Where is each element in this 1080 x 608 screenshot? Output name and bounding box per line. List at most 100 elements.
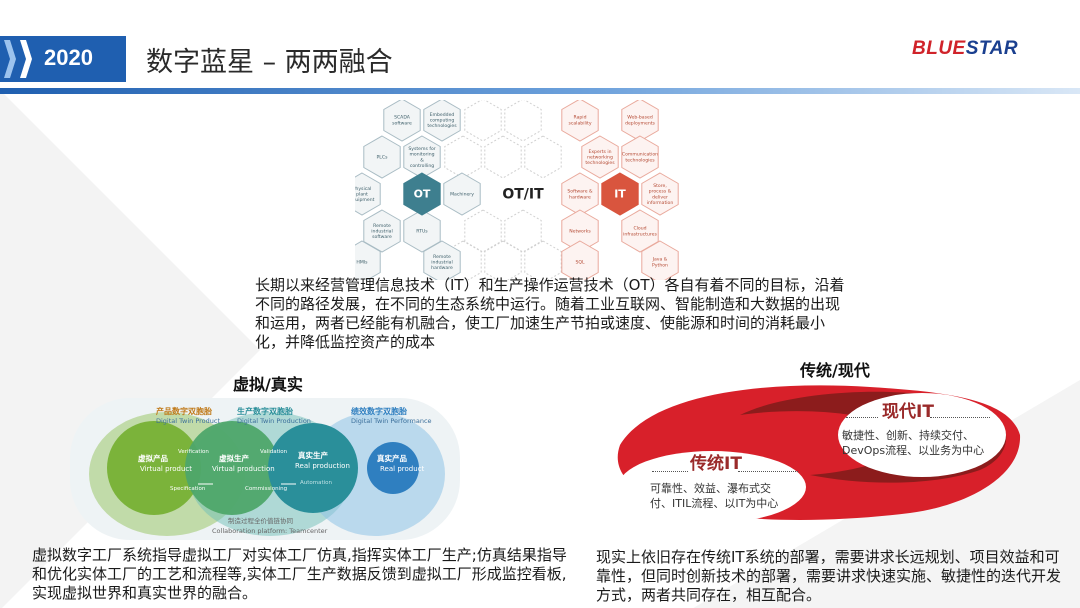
- specification-label: Specification: [170, 486, 206, 492]
- real-product-cn: 真实产品: [377, 453, 407, 463]
- ot-hex-label: Machinery: [450, 192, 474, 198]
- hex-cell-empty: [484, 135, 522, 179]
- traditional-it-line2: 付、ITIL流程、以IT为中心: [650, 497, 779, 510]
- it-hex-label: Software &hardware: [567, 189, 593, 201]
- traditional-it-line1: 可靠性、效益、瀑布式交: [650, 482, 771, 495]
- collaboration-en: Collaboration platform: Teamcenter: [212, 527, 328, 535]
- ot-hex-label: Physicalplantequipment: [355, 186, 375, 203]
- traditional-modern-heading: 传统/现代: [800, 361, 870, 380]
- virtual-production-en: Virtual production: [212, 465, 275, 473]
- ot-hex-cell: [355, 240, 381, 280]
- verification-label: Verification: [178, 449, 209, 455]
- brand-logo: BLUESTAR: [912, 38, 1019, 59]
- real-product-en: Real product: [380, 465, 424, 473]
- ot-hex-cell: [363, 209, 401, 253]
- it-center-hex: [601, 172, 639, 216]
- twin-production-en: Digital Twin Production: [237, 417, 311, 425]
- hex-cell-empty: [464, 209, 502, 253]
- it-hex-cell: [561, 240, 599, 280]
- year-badge: 2020: [0, 36, 126, 82]
- it-hex-cell: [641, 240, 679, 280]
- twin-product-cn: 产品数字双胞胎: [156, 406, 212, 416]
- it-hex-cell: [641, 172, 679, 216]
- hex-cell-empty: [524, 135, 562, 179]
- modern-it-line2: DevOps流程、以业务为中心: [842, 444, 985, 457]
- automation-label: Automation: [300, 480, 333, 486]
- traditional-it-title: 传统IT: [690, 454, 742, 474]
- hex-cell-empty: [484, 240, 522, 280]
- twin-performance-cn: 绩效数字双胞胎: [351, 406, 407, 416]
- ot-hex-label: HMIs: [356, 260, 368, 266]
- virtual-real-heading: 虚拟/真实: [233, 375, 303, 394]
- hex-cell-empty: [444, 135, 482, 179]
- real-product-circle: [367, 442, 419, 494]
- ot-hex-label: PLCs: [377, 155, 389, 161]
- ot-hex-cell: [355, 172, 381, 216]
- traditional-modern-svg: [617, 385, 1021, 523]
- it-center-label: IT: [614, 188, 626, 201]
- collaboration-cn: 制造过程全价值链协同: [228, 516, 293, 525]
- modern-it-title: 现代IT: [882, 402, 934, 422]
- header-rule: [0, 88, 1080, 94]
- digital-twin-diagram: 产品数字双胞胎 Digital Twin Product 生产数字双胞胎 Dig…: [70, 398, 460, 540]
- traditional-dotted-right: [738, 471, 798, 472]
- virtual-production-cn: 虚拟生产: [219, 453, 249, 463]
- it-hex-cell: [561, 100, 599, 142]
- modern-dotted-left: [846, 417, 878, 418]
- ot-hex-cell: [383, 100, 421, 142]
- virtual-product-cn: 虚拟产品: [138, 453, 168, 463]
- twin-product-en: Digital Twin Product: [156, 417, 220, 425]
- commissioning-label: Commissioning: [245, 486, 287, 492]
- virtual-production-circle: [185, 421, 279, 515]
- twin-performance-en: Digital Twin Performance: [351, 417, 432, 425]
- virtual-product-en: Virtual product: [140, 465, 192, 473]
- it-hex-label: Networks: [569, 229, 591, 235]
- hex-cell-empty: [504, 209, 542, 253]
- ot-hex-cell: [423, 100, 461, 142]
- ot-hex-cell: [363, 135, 401, 179]
- twin-production-cn: 生产数字双胞胎: [237, 406, 293, 416]
- modern-it-line1: 敏捷性、创新、持续交付、: [842, 429, 974, 442]
- page-title: 数字蓝星 – 两两融合: [146, 47, 393, 78]
- it-hex-label: SQL: [575, 260, 585, 266]
- it-hex-label: Java &Python: [652, 257, 668, 269]
- intro-paragraph: 长期以来经营管理信息技术（IT）和生产操作运营技术（OT）各自有着不同的目标，沿…: [255, 276, 845, 351]
- real-production-circle: [268, 423, 358, 513]
- hex-cell-empty: [504, 100, 542, 142]
- it-hex-cell: [621, 135, 659, 179]
- ot-hex-label: RTUs: [416, 229, 428, 235]
- it-hex-cell: [621, 209, 659, 253]
- ot-center-label: OT: [414, 188, 431, 201]
- ot-hex-cell: [423, 240, 461, 280]
- modern-bubble: [838, 393, 1006, 477]
- real-production-cn: 真实生产: [298, 450, 328, 460]
- ot-center-hex: [403, 172, 441, 216]
- traditional-dotted-left: [652, 471, 688, 472]
- year-label: 2020: [44, 45, 93, 70]
- it-hex-cell: [581, 135, 619, 179]
- ot-hex-cell: [443, 172, 481, 216]
- hex-cell-empty: [464, 100, 502, 142]
- chevron-right-icon: [4, 36, 16, 82]
- virtual-real-paragraph: 虚拟数字工厂系统指导虚拟工厂对实体工厂仿真,指挥实体工厂生产;仿真结果指导和优化…: [32, 546, 567, 602]
- chevron-right-icon: [20, 36, 32, 82]
- hex-cell-empty: [524, 240, 562, 280]
- validation-label: Validation: [260, 449, 288, 455]
- virtual-product-circle: [107, 421, 201, 515]
- traditional-bubble: [618, 451, 806, 523]
- traditional-modern-paragraph: 现实上依旧存在传统IT系统的部署，需要讲求长远规划、项目效益和可靠性，但同时创新…: [596, 548, 1062, 604]
- ot-hex-cell: [403, 209, 441, 253]
- ot-it-middle-label: OT/IT: [502, 187, 544, 203]
